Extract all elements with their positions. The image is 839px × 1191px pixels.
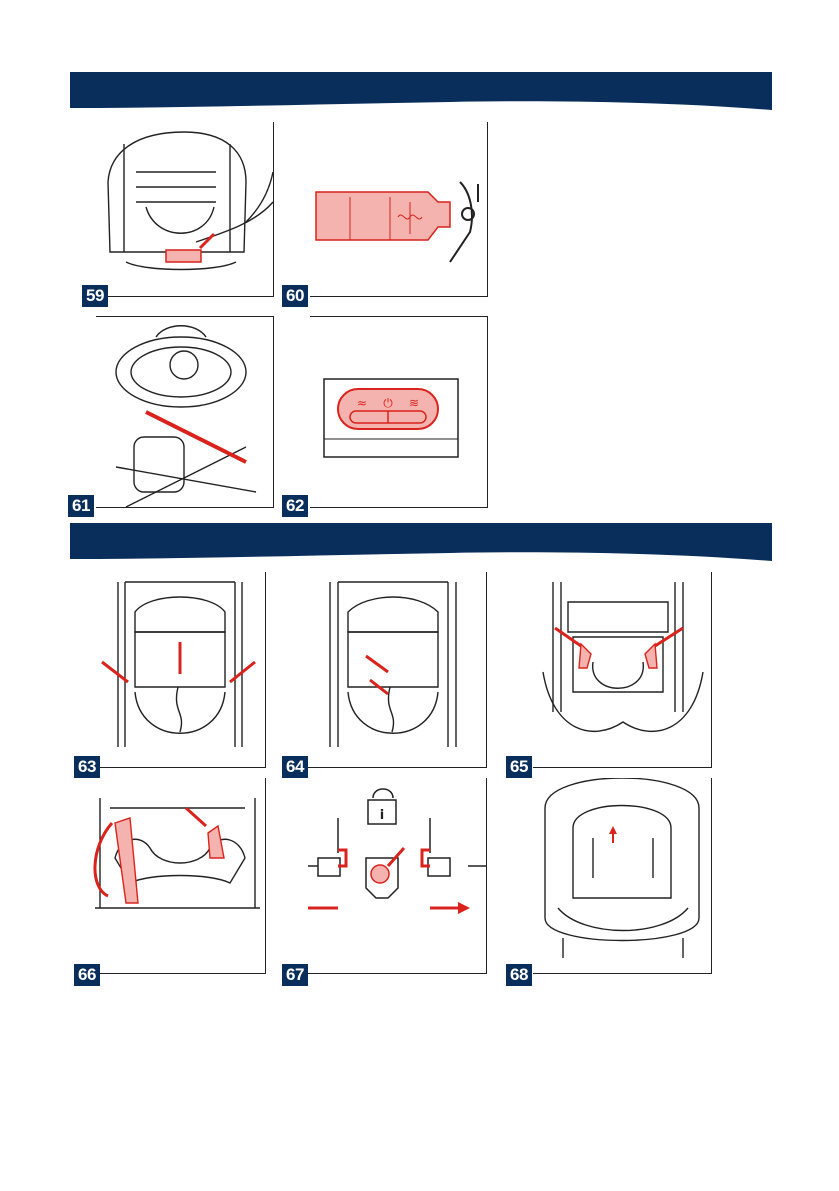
- figure-number: 59: [82, 285, 108, 307]
- swing-seat-illustration: [96, 317, 273, 507]
- speed-slow-icon: ≈: [357, 396, 367, 410]
- figure-number: 68: [506, 964, 532, 986]
- buckle-release-illustration: i: [308, 778, 486, 973]
- section-banner-2: [70, 523, 772, 561]
- power-icon: ⏻: [383, 396, 393, 410]
- figure-66-panel: [90, 778, 266, 974]
- shoulder-strap-illustration: [533, 778, 711, 973]
- figure-number: 63: [74, 756, 100, 778]
- figure-number: 62: [282, 495, 308, 517]
- figure-number: 67: [282, 964, 308, 986]
- shoulder-pad-illustration: [533, 572, 711, 767]
- figure-64-panel: [308, 572, 487, 768]
- figure-61-panel: [96, 316, 274, 508]
- figure-60-panel: [310, 122, 488, 297]
- crotch-strap-illustration: [308, 572, 486, 767]
- bassinet-illustration: [96, 122, 273, 296]
- figure-65-panel: [533, 572, 712, 768]
- seat-harness-illustration: [90, 572, 265, 767]
- harness-pad-illustration: [90, 778, 265, 973]
- section-banner-1: [70, 72, 772, 110]
- figure-59-panel: [96, 122, 274, 297]
- figure-63-panel: [90, 572, 266, 768]
- figure-62-panel: ≈ ⏻ ≋: [310, 316, 488, 508]
- figure-68-panel: [533, 778, 712, 974]
- battery-compartment-illustration: [310, 122, 487, 296]
- speed-fast-icon: ≋: [409, 396, 419, 410]
- figure-number: 64: [282, 756, 308, 778]
- control-panel-illustration: ≈ ⏻ ≋: [310, 317, 487, 507]
- figure-number: 61: [68, 495, 94, 517]
- figure-number: 66: [74, 964, 100, 986]
- figure-67-panel: i: [308, 778, 487, 974]
- figure-number: 60: [282, 285, 308, 307]
- lock-icon: i: [380, 808, 384, 823]
- figure-number: 65: [506, 756, 532, 778]
